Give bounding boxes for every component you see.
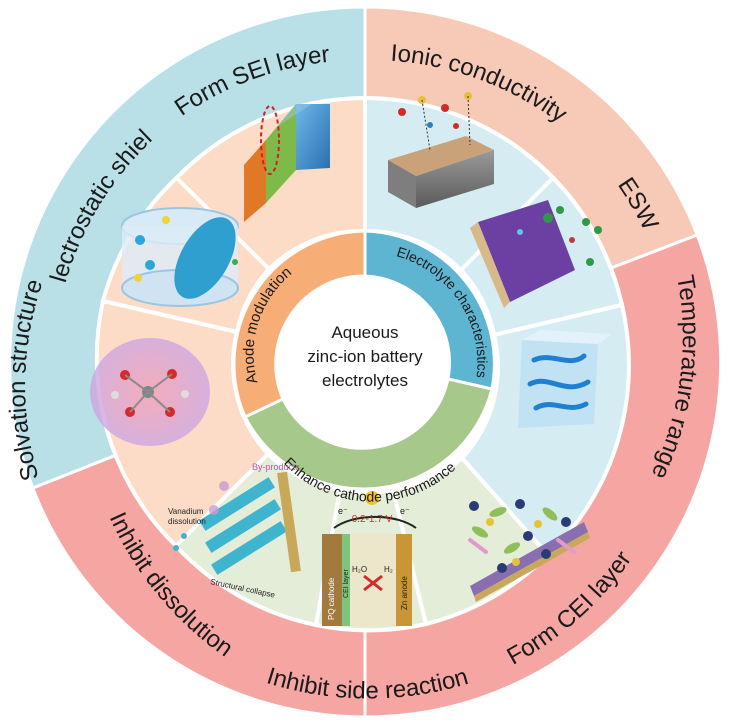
solvation-illustration: [90, 338, 210, 446]
side-reaction-illustration: [322, 491, 417, 626]
center-circle: [279, 276, 451, 448]
ionic-illustration: [388, 92, 494, 208]
cei-illustration: [468, 499, 590, 602]
inner-band-cathode: [242, 377, 494, 491]
label-zn-anode: Zn anode: [400, 576, 409, 610]
label-h2: H₂: [384, 565, 393, 574]
electrostatic-illustration: [121, 207, 239, 307]
inner-band-anode: [232, 229, 367, 420]
label-voltage: 0.2-1.7 V: [352, 514, 393, 525]
label-h2o: H₂O: [352, 565, 367, 574]
label-vanadium: Vanadium: [168, 507, 204, 516]
center-title-line3: electrolytes: [322, 371, 408, 390]
label-vanadium-dissolution: dissolution: [168, 517, 206, 526]
label-byproducts: By-products: [252, 462, 301, 472]
sei-block-illustration: [244, 104, 330, 222]
esw-illustration: [470, 200, 602, 308]
label-cei-layer: CEI layer: [343, 569, 350, 598]
center-title-line1: Aqueous: [331, 323, 398, 342]
label-electron-left: e⁻: [338, 506, 348, 516]
label-electron-right: e⁻: [400, 506, 410, 516]
inner-ring: [232, 229, 496, 491]
label-cathode: PQ cathode: [327, 577, 336, 620]
temperature-illustration: [518, 330, 612, 428]
dissolution-illustration: [173, 471, 301, 575]
center-title-line2: zinc-ion battery: [307, 347, 423, 366]
